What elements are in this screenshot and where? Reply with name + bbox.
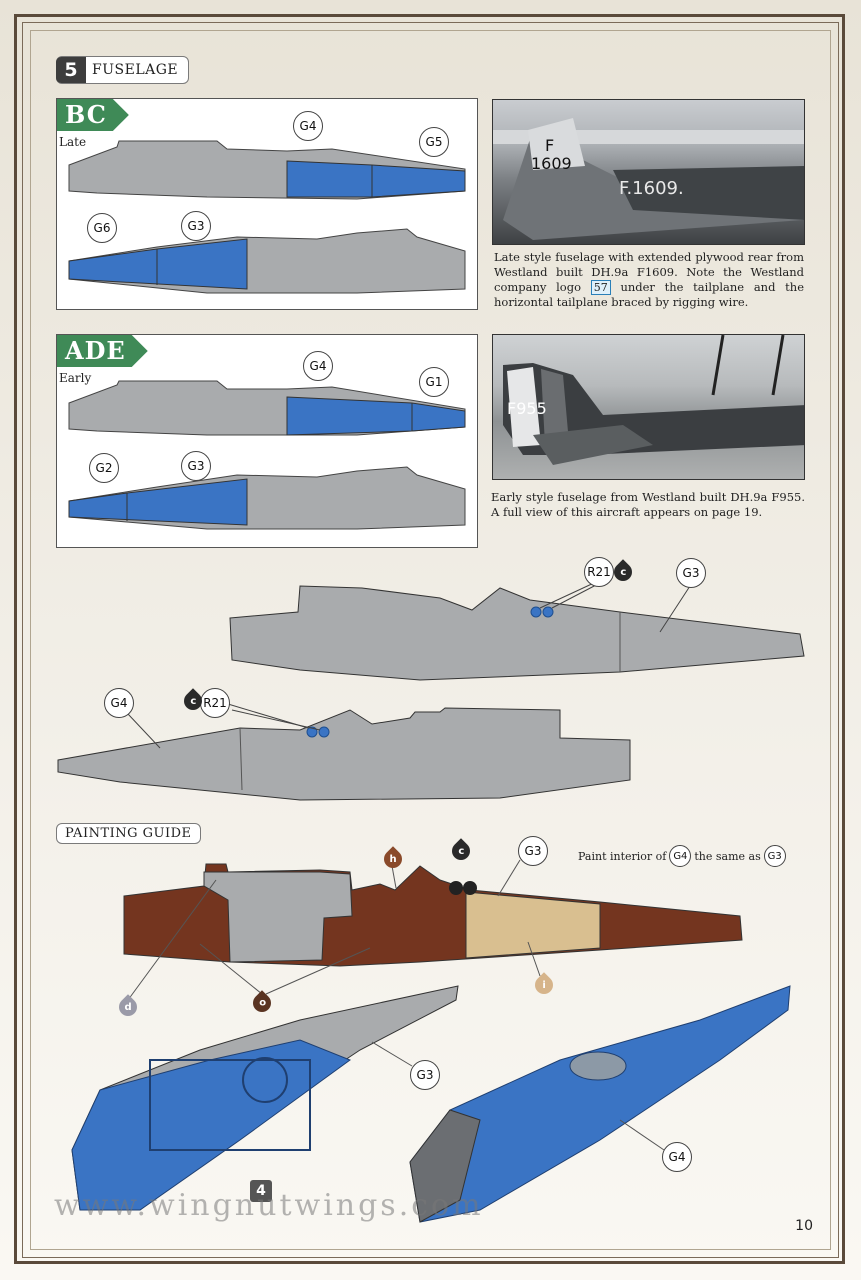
painting-note-prefix: Paint interior of [578,849,667,863]
photo-late-marking-1609: 1609 [531,154,572,173]
painting-note-g4: G4 [669,845,692,867]
fuselage-side-early-upper [68,380,466,436]
callout-g4-early: G4 [303,351,333,381]
version-tag-ade: ADE [57,335,148,367]
callout-g4-3d: G4 [662,1142,692,1172]
callout-g4-assembly: G4 [104,688,134,718]
step-number: 5 [56,57,86,83]
step-header: 5 FUSELAGE [56,56,190,84]
callout-g3-painting: G3 [518,836,548,866]
painting-note: Paint interior of G4 the same as G3 [578,845,786,867]
photo-late-illustration [493,118,804,240]
caption-late-text-1: Late style fuselage with extended plywoo… [494,250,804,294]
fuselage-side-late-upper [68,140,466,200]
photo-late-fuselage: F 1609 F.1609. [492,99,805,245]
caption-late-fuselage: Late style fuselage with extended plywoo… [494,250,804,310]
callout-g3-early: G3 [181,451,211,481]
version-subtitle-early: Early [59,371,92,385]
fuselage-side-early-lower [68,466,466,530]
painting-note-g3: G3 [763,845,786,867]
version-tag-bc: BC [57,99,129,131]
panel-bc-late: BC Late G4 G5 G6 G3 [56,98,478,310]
callout-g6: G6 [87,213,117,243]
step-title: FUSELAGE [92,62,179,78]
page-frame-outer [14,14,845,1264]
photo-early-fuselage: F955 [492,334,805,480]
caption-late-text-2: under the tailplane and the horizontal t… [494,280,805,309]
page-number: 10 [795,1218,813,1234]
photo-late-marking-f1609: F.1609. [619,178,684,199]
panel-ade-early: ADE Early G4 G1 G2 G3 [56,334,478,548]
callout-g3-assembly: G3 [676,558,706,588]
callout-g1: G1 [419,367,449,397]
callout-g5: G5 [419,127,449,157]
version-subtitle-late: Late [59,135,87,149]
callout-r21-upper: R21 [584,557,614,587]
page-frame-ridge [30,30,831,1250]
callout-g2: G2 [89,453,119,483]
callout-g3: G3 [181,211,211,241]
callout-g4: G4 [293,111,323,141]
fuselage-side-late-lower [68,228,466,294]
photo-early-illustration [503,335,804,465]
step-reference-4[interactable]: 4 [250,1180,272,1202]
watermark-text: www.wingnutwings.com [54,1188,484,1223]
page-ref-57[interactable]: 57 [590,280,611,295]
callout-g3-3d: G3 [410,1060,440,1090]
painting-note-middle: the same as [694,849,761,863]
caption-early-fuselage: Early style fuselage from Westland built… [491,490,805,519]
painting-guide-label: PAINTING GUIDE [56,823,201,844]
page-frame-inner [22,22,839,1258]
photo-late-marking-f: F [545,136,555,155]
photo-early-marking-f955: F955 [507,399,547,418]
